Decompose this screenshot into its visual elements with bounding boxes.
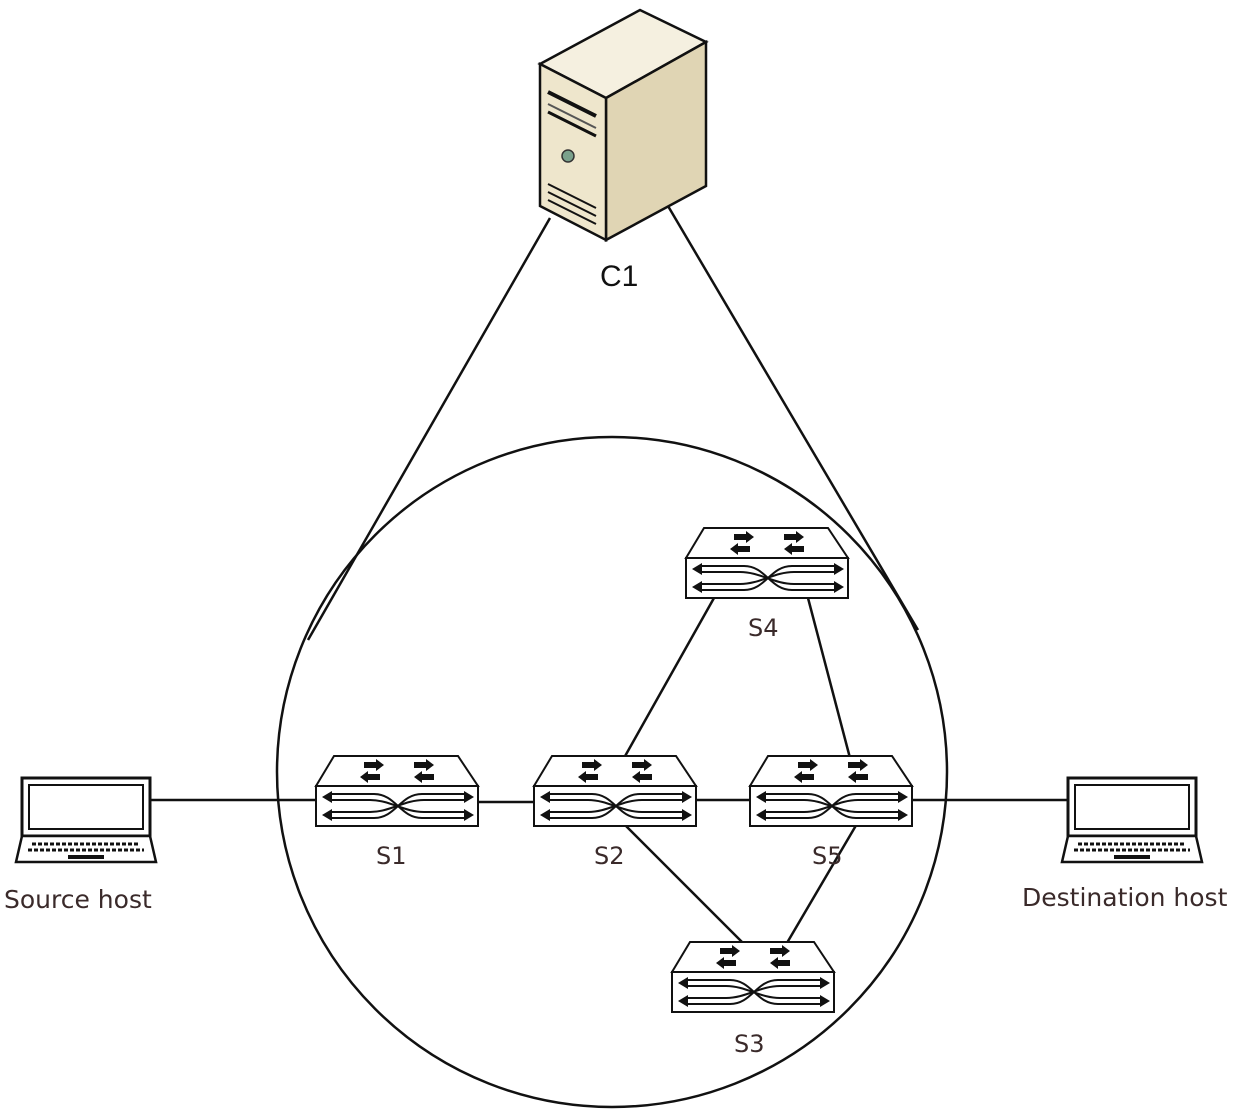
switch-s5: [749, 755, 913, 827]
switch-label-s1: S1: [376, 842, 407, 870]
source-laptop-icon: [14, 776, 158, 864]
switch-label-s5: S5: [812, 842, 843, 870]
controller-label: C1: [600, 260, 638, 293]
switch-s3: [671, 941, 835, 1013]
switch-s2: [533, 755, 697, 827]
link-s2-s3: [621, 821, 749, 949]
switch-label-s2: S2: [594, 842, 625, 870]
link-s4-s5: [806, 597, 852, 759]
network-boundary: [275, 435, 949, 1109]
destination-laptop-icon: [1060, 776, 1204, 864]
server-icon: [537, 8, 709, 243]
link-s3-s5: [782, 821, 860, 949]
link-s2-s4: [622, 597, 716, 759]
source-host-label: Source host: [4, 885, 152, 914]
topology-links: [150, 597, 1068, 949]
switch-s1: [315, 755, 479, 827]
switch-label-s3: S3: [734, 1030, 765, 1058]
switch-s4: [685, 527, 849, 599]
controller-links: [306, 205, 920, 641]
link-c1-left: [306, 217, 552, 641]
destination-host-label: Destination host: [1022, 883, 1228, 912]
switch-label-s4: S4: [748, 614, 779, 642]
link-c1-right: [666, 205, 920, 631]
